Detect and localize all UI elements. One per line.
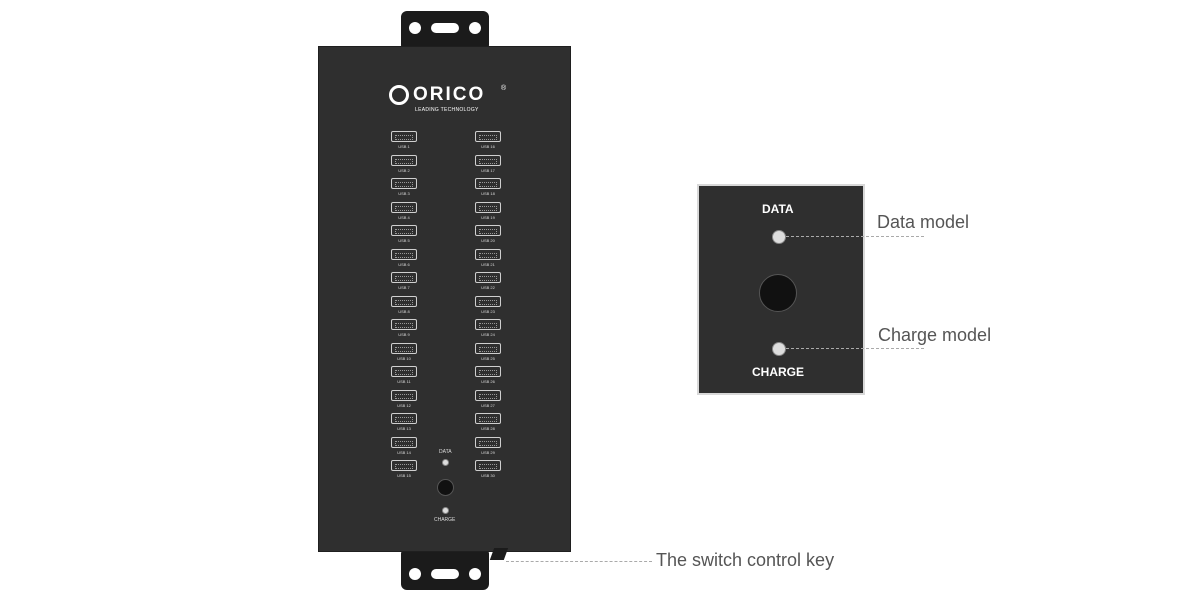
usb-port[interactable] [475, 319, 501, 330]
inset-mode-switch-button[interactable] [759, 274, 797, 312]
usb-port[interactable] [391, 413, 417, 424]
usb-port-label: USB 21 [481, 261, 495, 267]
brand-name: ORICO [413, 84, 486, 105]
inset-charge-led-icon [772, 342, 786, 356]
usb-port[interactable] [475, 460, 501, 471]
usb-port-label: USB 11 [397, 379, 411, 384]
bottom-mounting-bracket [401, 548, 489, 590]
charge-model-leader-line [786, 348, 924, 349]
usb-port[interactable] [475, 389, 501, 401]
usb-port[interactable] [391, 225, 417, 236]
device-charge-label: CHARGE [434, 517, 456, 523]
switch-key-callout: The switch control key [656, 550, 835, 570]
inset-data-led-icon [772, 230, 786, 244]
usb-port[interactable] [391, 295, 417, 307]
usb-port-label: USB 3 [398, 191, 410, 196]
usb-port[interactable] [475, 178, 501, 189]
usb-port-label: USB 30 [481, 473, 495, 478]
usb-port-label: USB 4 [398, 214, 410, 220]
usb-port-label: USB 25 [481, 355, 495, 361]
device-charge-led-icon [442, 507, 449, 514]
top-mounting-bracket [401, 11, 489, 51]
usb-port-label: USB 10 [397, 355, 411, 361]
usb-port[interactable] [391, 366, 417, 377]
usb-port-label: USB 15 [397, 473, 411, 478]
charge-model-callout: Charge model [878, 325, 992, 345]
usb-port[interactable] [475, 366, 501, 377]
usb-port-label: USB 22 [481, 285, 495, 290]
usb-hub-device: ORICO ® LEADING TECHNOLOGY USB 1 USB 2 USB… [318, 46, 571, 552]
device-data-label: DATA [439, 449, 452, 455]
usb-port-label: USB 9 [398, 332, 410, 337]
data-model-callout: Data model [877, 212, 970, 232]
usb-port[interactable] [475, 225, 501, 236]
inset-charge-label: CHARGE [752, 365, 805, 379]
inset-data-label: DATA [762, 202, 794, 216]
usb-port-label: USB 20 [481, 238, 495, 243]
usb-port[interactable] [391, 131, 417, 142]
switch-control-key[interactable] [489, 548, 509, 560]
usb-port-label: USB 12 [397, 402, 411, 408]
usb-port[interactable] [391, 272, 417, 283]
usb-port[interactable] [475, 413, 501, 424]
usb-port-label: USB 24 [481, 332, 495, 337]
usb-port[interactable] [391, 389, 417, 401]
usb-port[interactable] [391, 154, 417, 166]
device-data-led-icon [442, 459, 449, 466]
usb-port-label: USB 8 [398, 308, 410, 314]
usb-port[interactable] [475, 154, 501, 166]
usb-port-label: USB 5 [398, 238, 410, 243]
usb-port-label: USB 26 [481, 379, 495, 384]
usb-port-label: USB 27 [481, 402, 495, 408]
orico-logo-mark-icon [389, 85, 409, 105]
usb-port-label: USB 1 [398, 144, 410, 149]
usb-port-label: USB 23 [481, 308, 495, 314]
registered-mark: ® [501, 85, 507, 92]
usb-port[interactable] [391, 319, 417, 330]
usb-port-label: USB 16 [481, 144, 495, 149]
usb-port[interactable] [475, 131, 501, 142]
usb-port[interactable] [475, 272, 501, 283]
usb-port[interactable] [475, 342, 501, 354]
data-model-leader-line [786, 236, 924, 237]
usb-port-label: USB 7 [398, 285, 410, 290]
usb-port-label: USB 19 [481, 214, 495, 220]
usb-port-label: USB 28 [481, 426, 495, 431]
usb-port[interactable] [475, 295, 501, 307]
usb-port-label: USB 18 [481, 191, 495, 196]
usb-port[interactable] [475, 201, 501, 213]
usb-port[interactable] [391, 201, 417, 213]
usb-port[interactable] [391, 460, 417, 471]
usb-port[interactable] [391, 342, 417, 354]
usb-port-label: USB 6 [398, 261, 410, 267]
usb-port-label: USB 29 [481, 449, 495, 455]
usb-port[interactable] [391, 248, 417, 260]
usb-port[interactable] [475, 248, 501, 260]
usb-port[interactable] [391, 178, 417, 189]
usb-port[interactable] [391, 436, 417, 448]
brand-tagline: LEADING TECHNOLOGY [415, 107, 479, 113]
switch-key-leader-line [506, 561, 652, 562]
usb-port-label: USB 17 [481, 167, 495, 173]
usb-port[interactable] [475, 436, 501, 448]
usb-port-label: USB 13 [397, 426, 411, 431]
usb-port-label: USB 14 [397, 449, 411, 455]
device-mode-switch-button[interactable] [437, 479, 454, 496]
mode-panel-closeup: DATA CHARGE [697, 184, 865, 395]
usb-port-label: USB 2 [398, 167, 410, 173]
